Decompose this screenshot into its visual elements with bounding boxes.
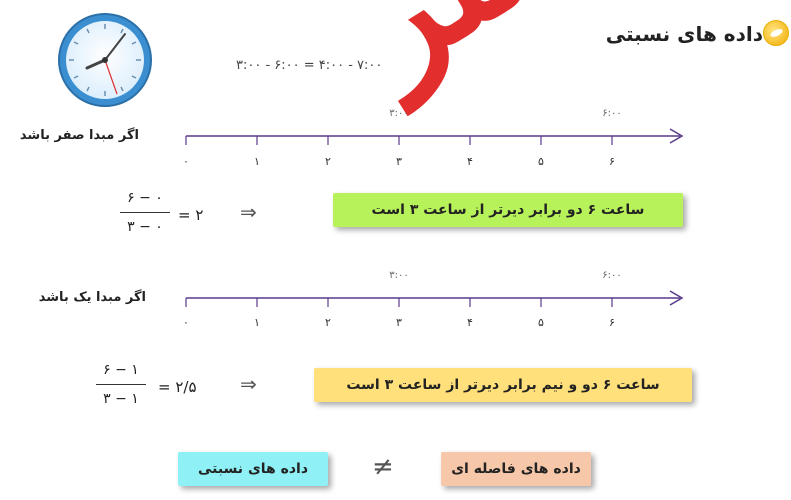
result-box-1-text: ساعت ۶ دو برابر دیرتر از ساعت ۳ است (371, 202, 645, 218)
line2-label: اگر مبدا یک باشد (38, 290, 146, 305)
page-title: داده های نسبتی (605, 22, 763, 46)
time-equation: ۳:۰۰ - ۶:۰۰ = ۴:۰۰ - ۷:۰۰ (236, 58, 383, 73)
number-line-2 (185, 290, 684, 307)
denominator: ۳ − ۱ (103, 391, 139, 407)
watermark: ان مستر (320, 0, 791, 109)
interval-data-label: داده های فاصله ای (451, 461, 581, 477)
tick-label: ۶ (609, 316, 615, 329)
fraction-2: ۶ − ۱ ۳ − ۱ (96, 362, 146, 407)
tick-label: ۰ (183, 316, 189, 329)
line1-label: اگر مبدا صفر باشد (19, 128, 139, 143)
result-2: = ۲/۵ (158, 378, 197, 396)
implies-arrow: ⇒ (240, 200, 257, 224)
tick-label: ۳ (396, 155, 402, 168)
result-box-2: ساعت ۶ دو و نیم برابر دیرتر از ساعت ۳ اس… (314, 368, 692, 402)
bullet-icon (763, 20, 789, 46)
fraction-1: ۶ − ۰ ۳ − ۰ (120, 190, 170, 235)
tick-label: ۵ (538, 316, 544, 329)
tick-label: ۴ (467, 155, 473, 168)
tick-label: ۳ (396, 316, 402, 329)
line1-mark-6: ۶:۰۰ (602, 108, 622, 119)
ratio-data-label: داده های نسبتی (197, 461, 309, 477)
implies-arrow: ⇒ (240, 372, 257, 396)
tick-label: ۴ (467, 316, 473, 329)
fraction-bar (120, 212, 170, 213)
tick-label: ۶ (609, 155, 615, 168)
denominator: ۳ − ۰ (127, 219, 163, 235)
number-line-1 (185, 128, 684, 145)
interval-data-box: داده های فاصله ای (441, 452, 591, 486)
tick-label: ۲ (325, 316, 331, 329)
clock-icon (58, 13, 152, 107)
line1-mark-3: ۳:۰۰ (389, 108, 409, 119)
ratio-data-box: داده های نسبتی (178, 452, 328, 486)
result-1: = ۲ (178, 206, 204, 224)
fraction-bar (96, 384, 146, 385)
tick-label: ۲ (325, 155, 331, 168)
tick-label: ۰ (183, 155, 189, 168)
line2-mark-6: ۶:۰۰ (602, 270, 622, 281)
tick-label: ۵ (538, 155, 544, 168)
not-equal-sign: ≠ (372, 452, 394, 482)
result-box-2-text: ساعت ۶ دو و نیم برابر دیرتر از ساعت ۳ اس… (346, 377, 660, 393)
numerator: ۶ − ۰ (127, 190, 163, 206)
line2-mark-3: ۳:۰۰ (389, 270, 409, 281)
result-box-1: ساعت ۶ دو برابر دیرتر از ساعت ۳ است (333, 193, 683, 227)
tick-label: ۱ (254, 316, 260, 329)
tick-label: ۱ (254, 155, 260, 168)
numerator: ۶ − ۱ (103, 362, 139, 378)
